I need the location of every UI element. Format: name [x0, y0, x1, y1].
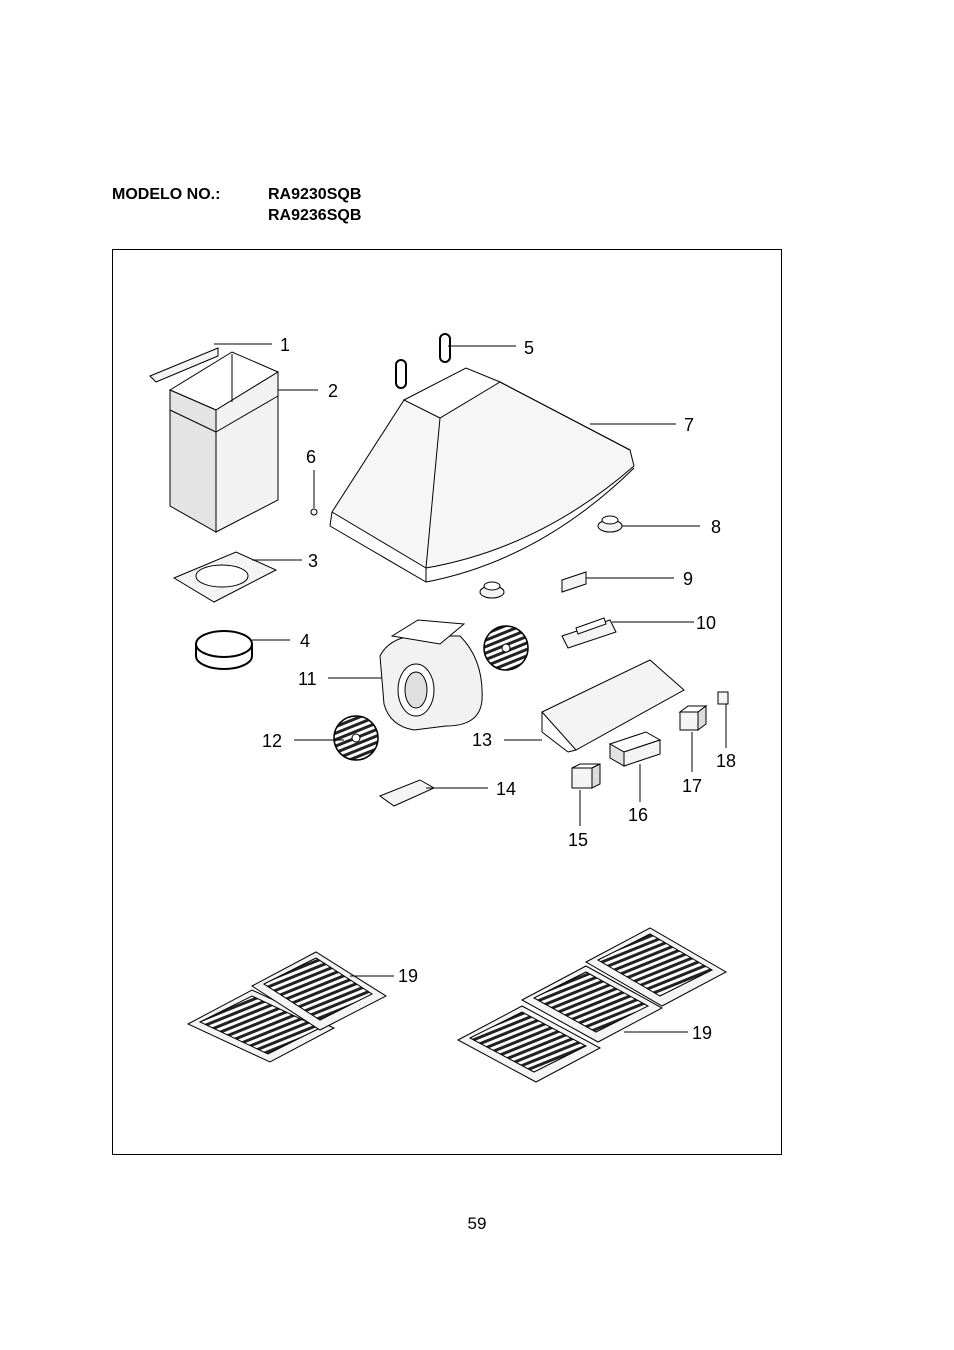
part-19-grease-filters-small	[186, 951, 388, 1063]
part-5-hood-clips	[395, 333, 451, 389]
label-part-10: 10	[696, 613, 716, 633]
label-part-11: 11	[298, 669, 317, 689]
label-part-6: 6	[306, 447, 316, 467]
part-9-control-switch	[561, 571, 587, 593]
label-part-19-right: 19	[692, 1023, 712, 1043]
part-8-light-fixture	[479, 515, 623, 599]
label-part-1: 1	[280, 335, 290, 355]
part-14-bracket	[378, 779, 436, 807]
label-part-9: 9	[683, 569, 693, 589]
part-7-hood-body	[329, 367, 635, 583]
label-part-8: 8	[711, 517, 721, 537]
part-2-chimney-cover	[168, 351, 280, 533]
label-part-5: 5	[524, 338, 534, 358]
label-part-19-left: 19	[398, 966, 418, 986]
label-part-18: 18	[716, 751, 736, 771]
part-11-blower-housing	[379, 619, 483, 731]
page-number: 59	[467, 1214, 487, 1233]
leader-lines	[214, 343, 727, 1033]
label-part-3: 3	[308, 551, 318, 571]
part-1-wall-bracket	[149, 347, 219, 383]
part-17-transformer	[678, 705, 708, 731]
model-number-1: RA9230SQB	[268, 186, 362, 203]
model-label: MODELO NO.:	[112, 186, 221, 203]
label-part-2: 2	[328, 381, 338, 401]
part-blower-wheel-upper	[483, 625, 529, 671]
part-3-mounting-plate	[172, 551, 278, 603]
part-18-connector	[717, 691, 729, 705]
part-19-grease-filters-large	[456, 927, 728, 1083]
label-part-12: 12	[262, 731, 282, 751]
label-part-16: 16	[628, 805, 648, 825]
part-4-duct-collar	[195, 630, 253, 670]
label-part-17: 17	[682, 776, 702, 796]
part-10-control-housing	[561, 617, 617, 649]
part-13-mounting-rail	[541, 659, 685, 753]
label-part-7: 7	[684, 415, 694, 435]
part-15-capacitor	[571, 763, 601, 789]
part-16-electrical-box	[608, 731, 662, 767]
model-number-2: RA9236SQB	[268, 207, 362, 224]
label-part-15: 15	[568, 830, 588, 850]
part-labels: 1 2 3 4 5 6 7 8 9 10 11 12 13 14 15 16 1…	[262, 335, 736, 1043]
label-part-4: 4	[300, 631, 310, 651]
label-part-13: 13	[472, 730, 492, 750]
exploded-diagram-frame	[112, 249, 782, 1155]
part-12-blower-wheel	[333, 715, 379, 761]
label-part-14: 14	[496, 779, 516, 799]
